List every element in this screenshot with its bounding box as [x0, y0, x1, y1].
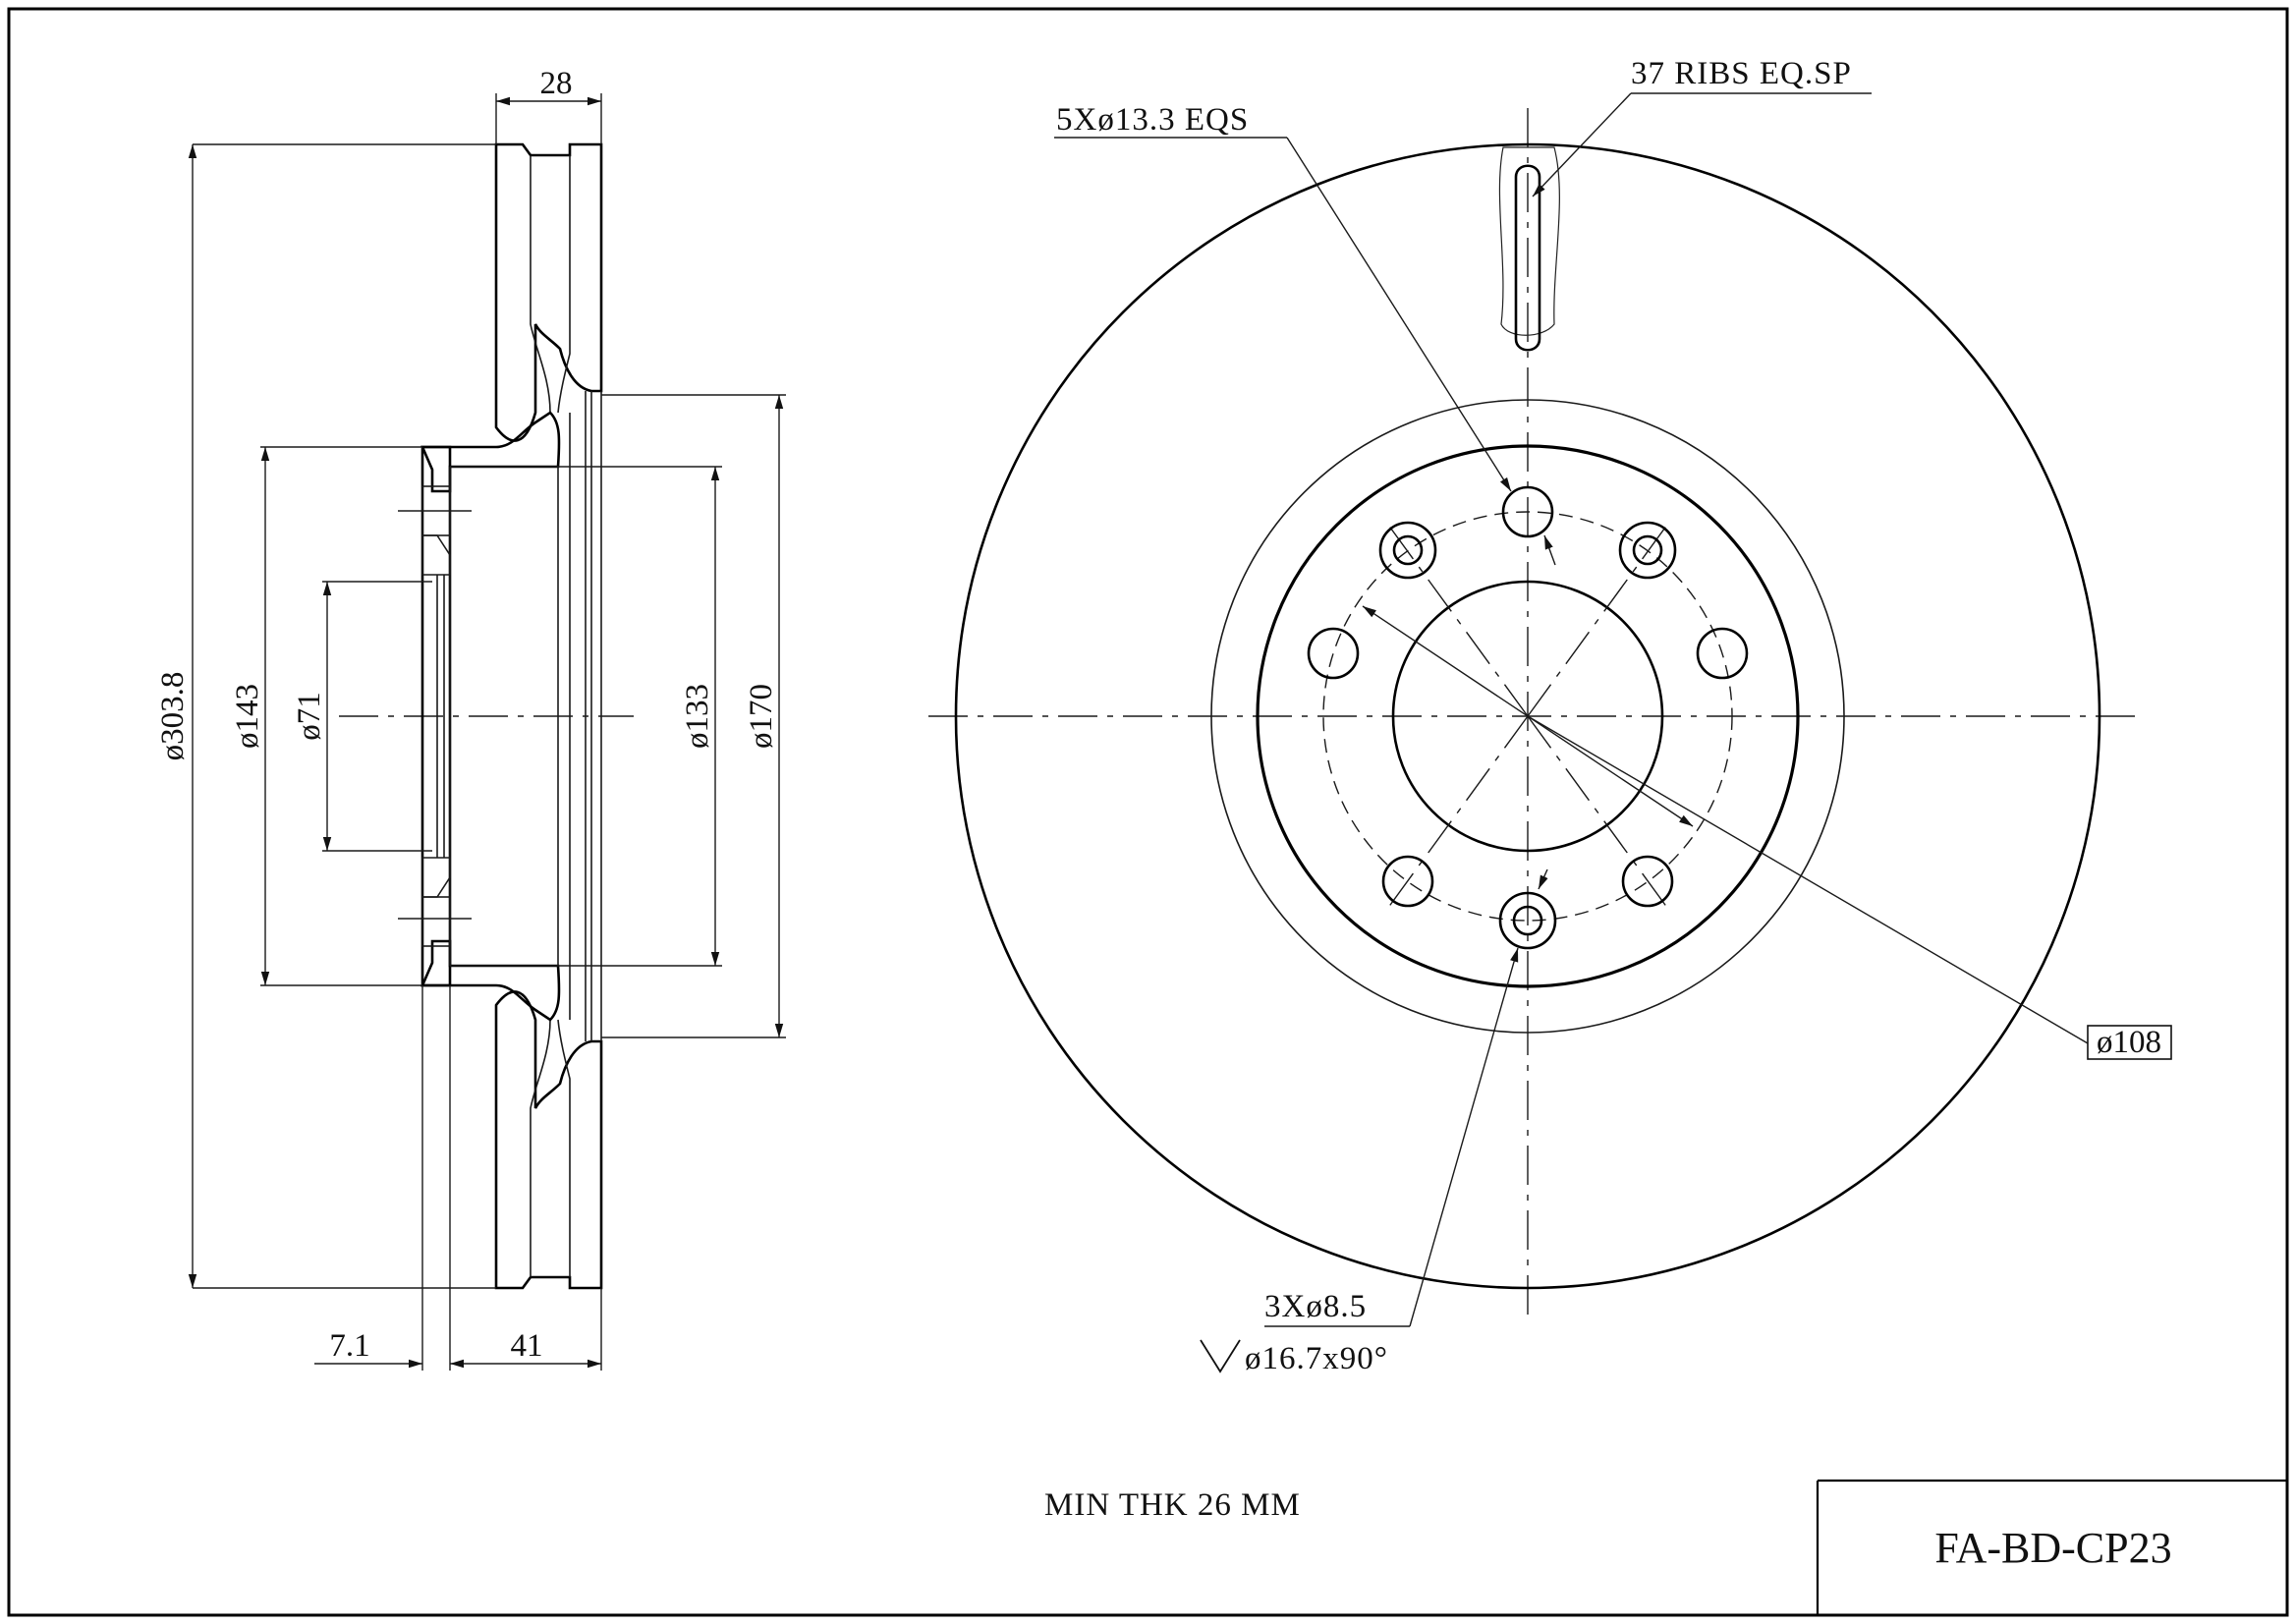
dim-label-28: 28: [540, 66, 573, 101]
rib-outline: [1498, 146, 1560, 336]
callout-pitch-circle: ø108: [2097, 1025, 2161, 1060]
rib-section: [1514, 164, 1541, 352]
bolt-hole-1: [1501, 485, 1554, 538]
radial-line-2: [1384, 520, 1529, 717]
callout-small-holes: 3Xø8.5: [1264, 1289, 1367, 1324]
hub-chamfer-upper: [421, 534, 451, 576]
note-min-thickness: MIN THK 26 MM: [1044, 1487, 1301, 1523]
hub-section-lower: [421, 896, 451, 947]
leader-ribs: [1532, 92, 1632, 197]
bolt-hole-2: [1307, 627, 1360, 680]
dim-label-133: ø133: [680, 684, 715, 749]
callout-bolt-holes: 5Xø13.3 EQS: [1056, 102, 1249, 138]
hub-chamfer-lower: [421, 857, 451, 898]
rotor-face-bottom: [494, 990, 603, 1290]
dim-label-170: ø170: [744, 684, 779, 749]
leader-bolt-holes: [1286, 137, 1512, 492]
hat-outer-circle: [1210, 399, 1845, 1034]
hat-wall-bottom: [420, 939, 561, 1022]
leader-small-holes: [1409, 947, 1519, 1327]
part-number: FA-BD-CP23: [1934, 1524, 2171, 1572]
hat-inner-circle: [1256, 444, 1800, 988]
dim-label-outer-diameter: ø303.8: [155, 672, 191, 761]
vent-channel-top-outer: [557, 155, 571, 414]
radial-line-3: [1384, 715, 1529, 913]
pitch-circle: [1322, 511, 1733, 922]
section-view: 28 ø303.8 ø143 ø71 ø133 ø170 7.1 41: [155, 66, 786, 1371]
callout-ribs: 37 RIBS EQ.SP: [1631, 56, 1852, 91]
outer-rim-circle: [954, 142, 2101, 1290]
leader-small-holes-tail: [1538, 868, 1548, 890]
dim-label-7-1: 7.1: [329, 1328, 369, 1364]
leader-bolt-holes-tail: [1543, 534, 1556, 566]
dim-label-71: ø71: [292, 692, 327, 741]
dim-label-41: 41: [511, 1328, 543, 1364]
callout-pitch-box: [2087, 1025, 2172, 1060]
bolt-hole-4: [1381, 855, 1434, 908]
rotor-face-top: [494, 142, 603, 442]
vent-channel-bottom-inner: [530, 1019, 551, 1277]
drawing-frame: [7, 7, 2289, 1617]
dim-label-143: ø143: [230, 684, 265, 749]
small-hole-1-inner: [1392, 534, 1424, 566]
vent-channel-bottom-outer: [557, 1019, 571, 1277]
vent-channel-top-inner: [530, 155, 551, 414]
small-hole-2-inner: [1632, 534, 1663, 566]
small-hole-3-inner: [1512, 905, 1543, 936]
bolt-hole-5: [1621, 855, 1674, 908]
radial-line-1: [1527, 520, 1671, 717]
small-hole-2-outer: [1618, 521, 1677, 580]
radial-line-4: [1527, 715, 1671, 913]
bolt-hole-3: [1696, 627, 1749, 680]
callout-countersink: ø16.7x90°: [1245, 1341, 1388, 1376]
small-hole-3-outer: [1498, 891, 1557, 950]
front-view: 5Xø13.3 EQS 37 RIBS EQ.SP ø108 3Xø8.5 ø1…: [928, 56, 2172, 1376]
leader-pitch-circle: [1527, 715, 2089, 1044]
hat-wall-top: [420, 411, 561, 493]
small-hole-1-outer: [1378, 521, 1437, 580]
countersink-icon: [1200, 1339, 1241, 1373]
